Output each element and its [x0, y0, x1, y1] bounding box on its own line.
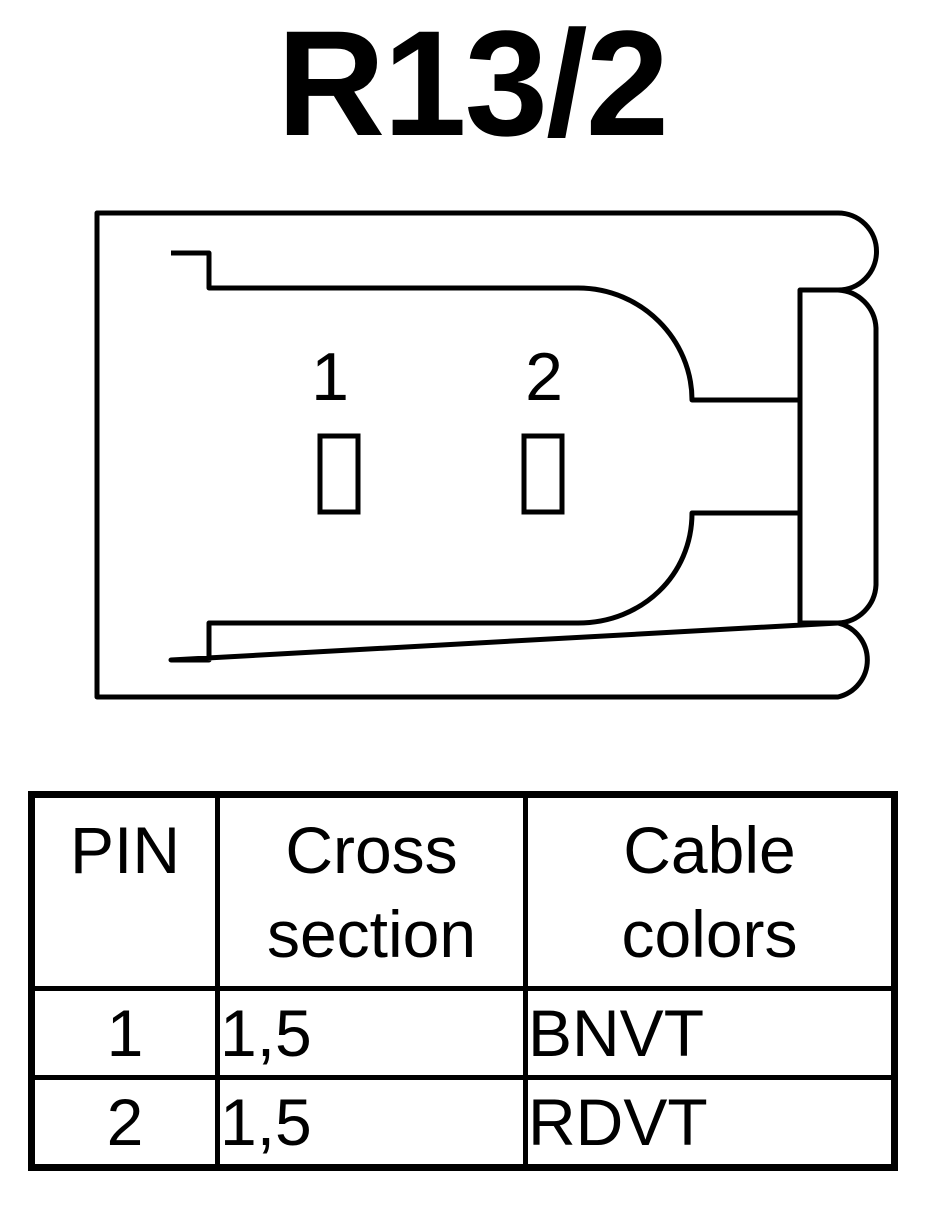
row-1-cable-color: BNVT	[523, 986, 897, 1080]
row-1-pin: 1	[29, 986, 220, 1080]
plug-body-outline	[168, 250, 841, 663]
connector-diagram: 1 2	[94, 210, 879, 700]
page-title: R13/2	[276, 0, 669, 167]
header-cable-line1: Cable	[623, 813, 796, 887]
row-2-pin: 2	[29, 1075, 220, 1170]
table-row: 2 1,5 RDVT	[29, 1075, 897, 1170]
row-1-cross-section: 1,5	[215, 986, 528, 1080]
header-cable-colors: Cable colors	[523, 792, 897, 991]
table-header-row: PIN Cross section Cable colors	[29, 792, 897, 991]
pin-table: PIN Cross section Cable colors 1 1,5 BNV…	[28, 791, 898, 1171]
row-2-cable-color: RDVT	[523, 1075, 897, 1170]
table-row: 1 1,5 BNVT	[29, 986, 897, 1080]
header-pin: PIN	[29, 792, 220, 991]
header-cross-line1: Cross	[285, 813, 458, 887]
pin-1-label: 1	[311, 339, 349, 415]
header-cable-line2: colors	[621, 897, 798, 971]
header-pin-label: PIN	[69, 813, 181, 887]
header-cross-section: Cross section	[215, 792, 528, 991]
connector-housing-outline	[94, 210, 879, 700]
header-cross-line2: section	[266, 897, 477, 971]
pin-2-label: 2	[525, 339, 563, 415]
pin-1-contact	[317, 433, 361, 515]
row-2-cross-section: 1,5	[215, 1075, 528, 1170]
pin-2-contact	[521, 433, 565, 515]
